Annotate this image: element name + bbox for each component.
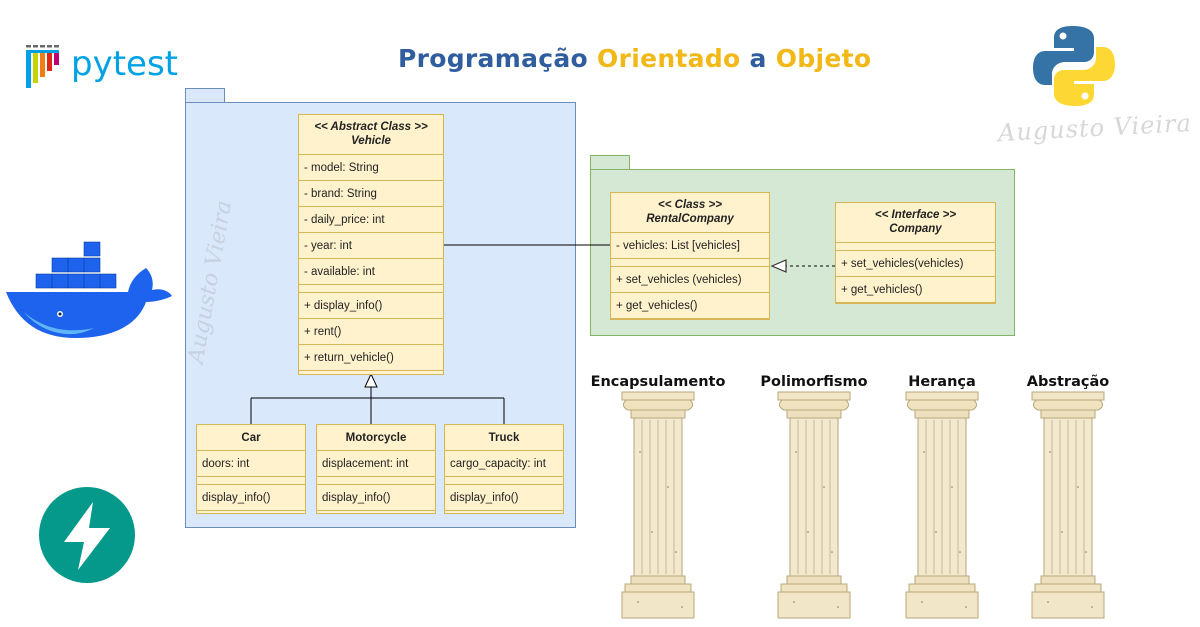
attribute-row: - brand: String [299,181,443,207]
title-part: Programação [398,44,589,73]
pillar-encapsulamento [621,391,695,619]
lightning-bolt-icon [39,487,135,583]
rentalcompany-class[interactable]: << Class >> RentalCompany - vehicles: Li… [610,192,770,320]
class-name: Vehicle [351,135,391,147]
attribute-row: - daily_price: int [299,207,443,233]
motorcycle-class[interactable]: Motorcycle displacement: int display_inf… [316,424,436,514]
vehicle-class[interactable]: << Abstract Class >> Vehicle - model: St… [298,114,444,375]
class-stereotype: << Class >> [658,199,722,211]
class-name: RentalCompany [646,213,734,225]
car-class[interactable]: Car doors: int display_info() [196,424,306,514]
pytest-logo: pytest [25,44,185,90]
company-interface[interactable]: << Interface >> Company + set_vehicles(v… [835,202,996,304]
class-header: << Abstract Class >> Vehicle [299,115,443,155]
class-stereotype: << Abstract Class >> [314,121,428,133]
pillar-title-encapsulamento: Encapsulamento [590,374,726,390]
title-part: a [740,44,776,73]
method-row: + return_vehicle() [299,345,443,371]
attribute-row: - available: int [299,259,443,285]
truck-class[interactable]: Truck cargo_capacity: int display_info() [444,424,564,514]
pytest-label: pytest [71,44,178,84]
attribute-row: displacement: int [317,451,435,477]
pillar-abstracao [1031,391,1105,619]
python-logo-icon [1033,26,1115,106]
pillar-title-polimorfismo: Polimorfismo [760,374,868,390]
method-row: + display_info() [299,293,443,319]
pytest-icon [26,45,59,88]
pillar-heranca [905,391,979,619]
class-separator [611,259,769,267]
method-row: + set_vehicles(vehicles) [836,251,995,277]
realization-arrowhead [770,259,787,273]
class-header: << Class >> RentalCompany [611,193,769,233]
method-row: + get_vehicles() [611,293,769,319]
attribute-row: doors: int [197,451,305,477]
class-name: Company [889,223,942,235]
class-separator [836,243,995,251]
pillar-title-abstracao: Abstração [1026,374,1110,390]
method-row: display_info() [197,485,305,511]
class-stereotype: << Interface >> [874,209,957,221]
page-title: Programação Orientado a Objeto [398,44,871,73]
method-row: + set_vehicles (vehicles) [611,267,769,293]
attribute-row: - vehicles: List [vehicles] [611,233,769,259]
method-row: + get_vehicles() [836,277,995,303]
class-separator [445,477,563,485]
docker-whale-icon [6,241,172,338]
attribute-row: - year: int [299,233,443,259]
class-name: Truck [445,425,563,451]
method-row: display_info() [317,485,435,511]
pillar-polimorfismo [777,391,851,619]
method-row: + rent() [299,319,443,345]
title-part: Orientado [597,44,741,73]
class-name: Car [197,425,305,451]
title-part: Objeto [775,44,872,73]
class-separator [197,477,305,485]
class-separator [299,285,443,293]
method-row: display_info() [445,485,563,511]
class-separator [317,477,435,485]
class-name: Motorcycle [317,425,435,451]
attribute-row: - model: String [299,155,443,181]
class-header: << Interface >> Company [836,203,995,243]
pillar-title-heranca: Herança [908,374,976,390]
inheritance-arrowhead [364,372,378,388]
attribute-row: cargo_capacity: int [445,451,563,477]
